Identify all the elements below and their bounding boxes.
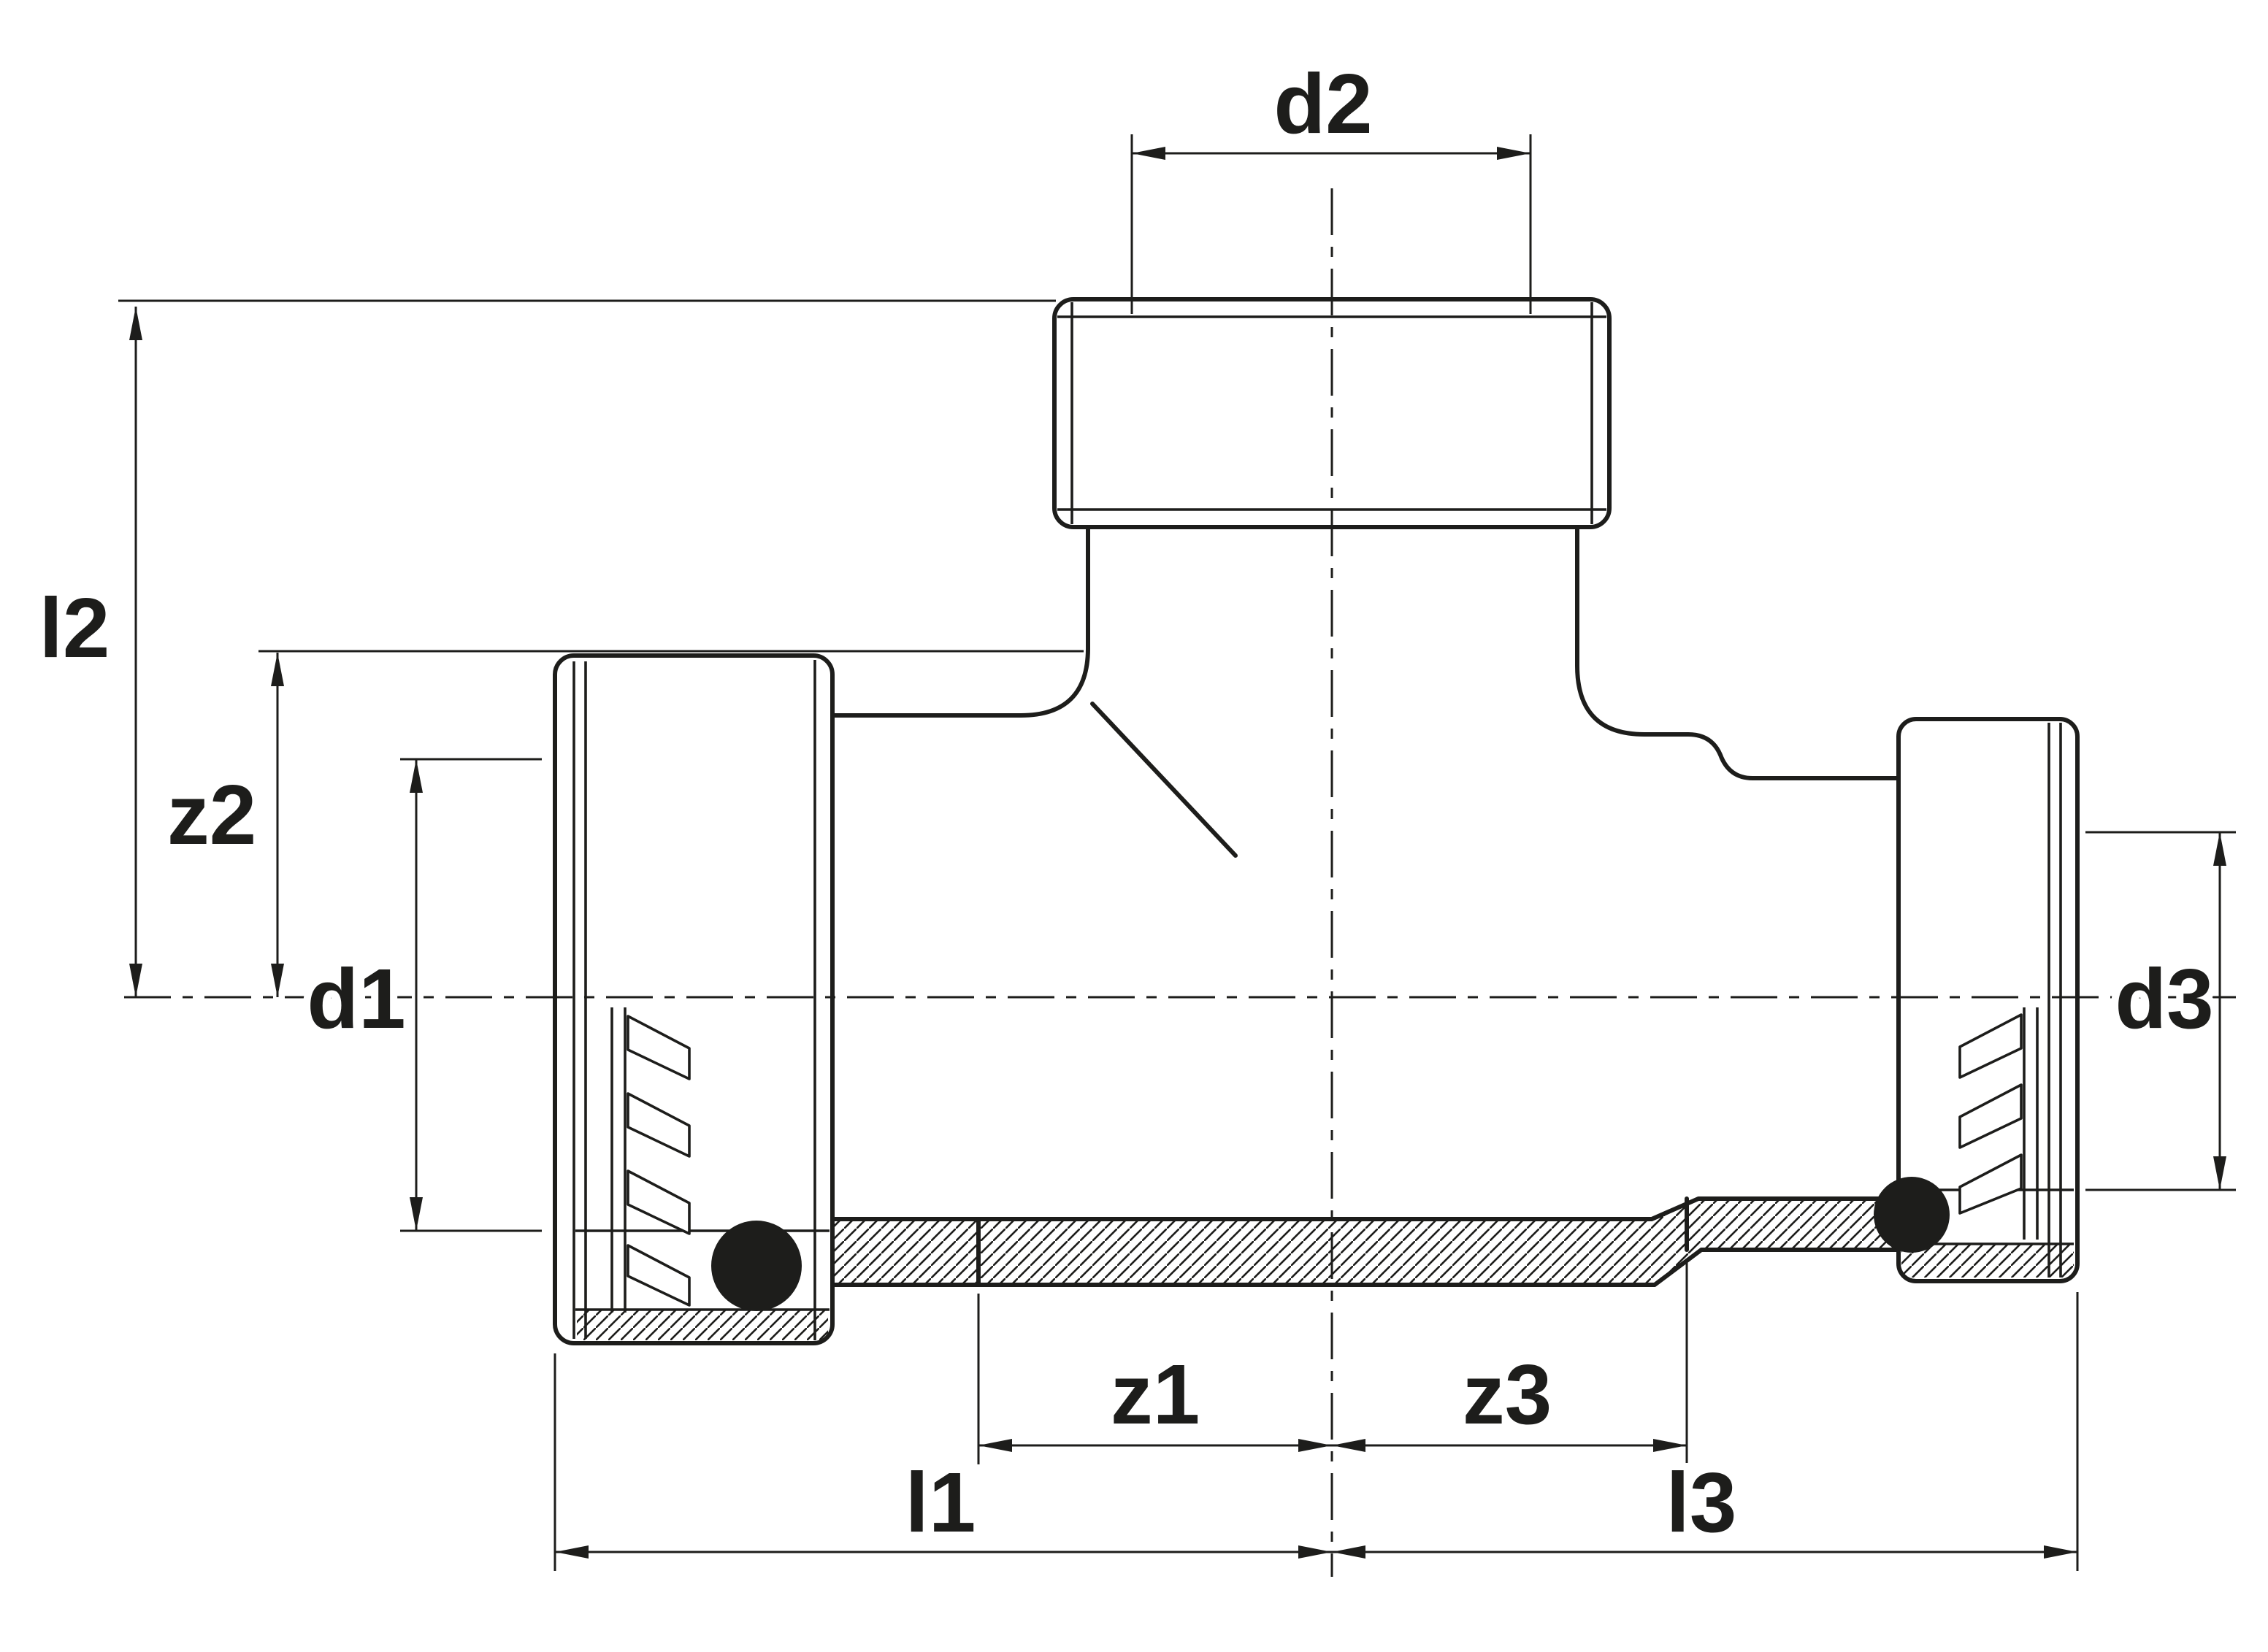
l3-arrow-left [1332, 1545, 1365, 1559]
d3-arrow-bottom [2213, 1156, 2226, 1190]
branch-neck-left-outline [830, 525, 1090, 718]
d3-arrow-top [2213, 832, 2226, 866]
l1-arrow-right [1298, 1545, 1332, 1559]
d1-arrow-bottom [410, 1197, 423, 1231]
left-socket-wall-hatch [577, 1310, 828, 1340]
grip-tooth [627, 1092, 691, 1158]
dimension-z2: z2 [160, 650, 1084, 997]
dimension-l2: l2 [32, 299, 1056, 997]
grip-tooth [1958, 1153, 2023, 1215]
o-ring-left [711, 1221, 802, 1311]
dimension-d1: d1 [299, 758, 542, 1232]
dimension-d3: d3 [2085, 831, 2236, 1191]
grip-tooth [627, 1015, 691, 1080]
d1-arrow-top [410, 759, 423, 793]
d2-arrow-left [1132, 147, 1165, 160]
l1-arrow-left [555, 1545, 589, 1559]
l2-label: l2 [39, 580, 110, 675]
grip-ring-right [1958, 1007, 2039, 1240]
dimension-z1: z1 [977, 1294, 1332, 1464]
branch-neck-right-outline [1575, 525, 1901, 780]
z2-arrow-top [271, 653, 284, 686]
dimension-d2: d2 [1130, 49, 1532, 314]
right-socket-outline [1896, 717, 2080, 1283]
d2-label: d2 [1273, 56, 1372, 151]
right-socket-wall-hatch [1901, 1244, 2074, 1278]
l2-arrow-bottom [129, 964, 142, 997]
run-bore-bottom-outline [830, 1196, 1901, 1221]
dimension-z3: z3 [1332, 1259, 1688, 1464]
left-socket-outline [553, 653, 835, 1345]
branch-inner-edge-line [1090, 702, 1238, 858]
z1-arrow-right [1298, 1439, 1332, 1452]
grip-tooth [1958, 1083, 2023, 1149]
l1-label: l1 [905, 1455, 976, 1550]
o-ring-right [1874, 1177, 1950, 1253]
l3-arrow-right [2044, 1545, 2077, 1559]
z3-arrow-left [1332, 1439, 1365, 1452]
grip-ring-left [610, 1007, 691, 1313]
dimension-l1: l1 [553, 1353, 1332, 1571]
d2-arrow-right [1497, 147, 1530, 160]
run-bottom-wall-hatch [832, 1199, 1899, 1285]
z1-arrow-left [978, 1439, 1012, 1452]
d3-label: d3 [2115, 951, 2213, 1046]
z3-arrow-right [1653, 1439, 1687, 1452]
z2-label: z2 [167, 767, 257, 862]
run-bottom-outer-outline [830, 1248, 1901, 1287]
z2-arrow-bottom [271, 964, 284, 997]
dimension-l3: l3 [1332, 1292, 2079, 1571]
z3-label: z3 [1463, 1347, 1552, 1442]
l2-arrow-top [129, 307, 142, 340]
grip-tooth [1958, 1013, 2023, 1079]
grip-tooth [627, 1169, 691, 1235]
grip-tooth [627, 1244, 691, 1307]
fitting-outline [553, 297, 2080, 1345]
l3-label: l3 [1666, 1455, 1737, 1550]
z1-label: z1 [1111, 1347, 1200, 1442]
d1-label: d1 [307, 951, 405, 1046]
